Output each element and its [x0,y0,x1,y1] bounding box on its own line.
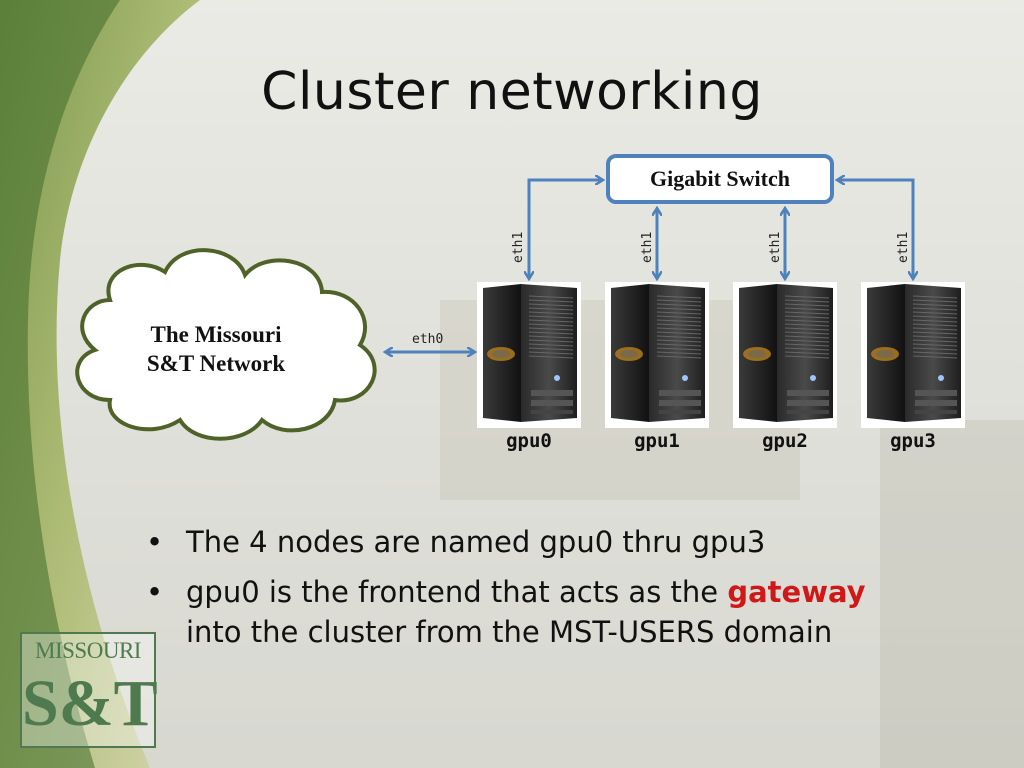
eth1-label-gpu3: eth1 [896,231,911,263]
link-gpu3-switch [838,180,913,278]
missouri-st-logo: MISSOURI S&T [20,632,158,748]
bullet-list: • The 4 nodes are named gpu0 thru gpu3 •… [146,522,946,662]
server-gpu2-icon [733,282,837,428]
cloud-label: The Missouri S&T Network [96,320,336,378]
link-gpu0-switch [529,180,602,278]
cloud-label-line2: S&T Network [146,351,286,376]
server-gpu1-icon [605,282,709,428]
switch-label: Gigabit Switch [650,166,790,191]
node-label-gpu3: gpu3 [890,430,936,452]
server-gpu0-icon [477,282,581,428]
server-gpu3-icon [861,282,965,428]
bullet-item: • gpu0 is the frontend that acts as the … [146,575,866,649]
slide-title: Cluster networking [261,62,763,122]
cloud-label-line1: The Missouri [150,322,282,347]
gateway-highlight: gateway [727,575,866,609]
bullet-text-suffix: into the cluster from the MST-USERS doma… [186,615,833,649]
logo-top-text: MISSOURI [35,638,141,663]
eth1-label-gpu0: eth1 [511,231,526,263]
eth1-label-gpu1: eth1 [640,231,655,263]
logo-bottom-text: S&T [22,667,158,740]
node-label-gpu2: gpu2 [762,430,808,452]
gigabit-switch: Gigabit Switch [606,154,834,204]
eth0-label: eth0 [412,332,444,347]
bullet-text: The 4 nodes are named gpu0 thru gpu3 [186,525,766,559]
node-label-gpu0: gpu0 [506,430,552,452]
node-label-gpu1: gpu1 [634,430,680,452]
bullet-text-prefix: gpu0 is the frontend that acts as the [186,575,728,609]
bullet-item: • The 4 nodes are named gpu0 thru gpu3 [146,525,766,559]
eth1-label-gpu2: eth1 [768,231,783,263]
